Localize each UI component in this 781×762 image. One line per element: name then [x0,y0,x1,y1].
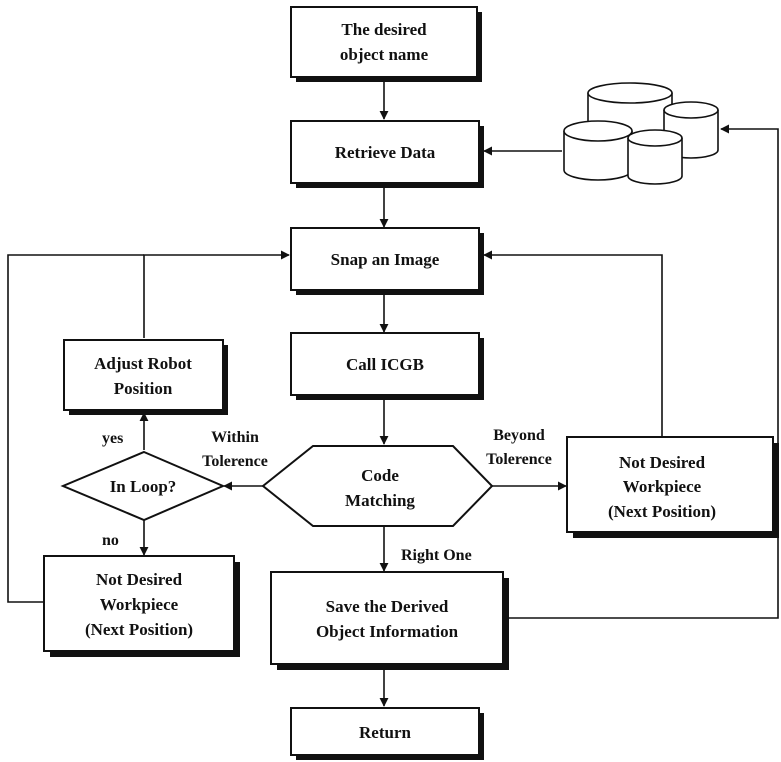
edge-notleft-snap [7,254,144,603]
node-start: The desired object name [290,6,482,82]
node-retrieve-label: Retrieve Data [335,143,436,162]
edge-save-db [503,124,779,619]
node-adjust-line1: Adjust Robot [94,354,192,373]
node-loop-label: In Loop? [110,477,177,496]
edge-label-no: no [102,532,119,549]
node-retrieve: Retrieve Data [290,120,484,188]
node-save-line1: Save the Derived [326,597,449,616]
node-snap: Snap an Image [290,227,484,295]
connectors [7,79,779,707]
edge-adjust-snap [143,250,290,338]
node-call-label: Call ICGB [346,355,424,374]
node-adjust: Adjust Robot Position [63,339,228,415]
database-icon [563,82,719,185]
edge-label-beyond-line2: Tolerence [486,451,552,468]
edge-label-right-one: Right One [401,547,472,564]
node-start-line1: The desired [341,20,427,39]
edge-label-beyond-line1: Beyond [493,427,545,444]
node-snap-label: Snap an Image [331,250,440,269]
node-loop: In Loop? [60,450,226,522]
node-save-line2: Object Information [316,622,459,641]
edge-notright-snap [483,250,663,436]
node-match: Code Matching [261,445,494,527]
edge-label-yes: yes [102,430,123,447]
node-notleft-line2: Workpiece [100,595,179,614]
node-notleft-line1: Not Desired [96,570,183,589]
node-match-line1: Code [361,466,399,485]
node-notleft-line3: (Next Position) [85,620,193,639]
node-start-line2: object name [340,45,429,64]
edge-label-within-line1: Within [211,429,259,446]
node-adjust-line2: Position [114,379,173,398]
node-save: Save the Derived Object Information [270,571,509,670]
node-notright-line1: Not Desired [619,453,706,472]
node-call: Call ICGB [290,332,484,400]
edge-label-within-line2: Tolerence [202,453,268,470]
node-match-line2: Matching [345,491,415,510]
node-notdesired-left: Not Desired Workpiece (Next Position) [43,555,240,657]
node-return-label: Return [359,723,411,742]
node-notdesired-right: Not Desired Workpiece (Next Position) [566,436,779,538]
node-notright-line3: (Next Position) [608,502,716,521]
node-notright-line2: Workpiece [623,477,702,496]
node-return: Return [290,707,484,760]
